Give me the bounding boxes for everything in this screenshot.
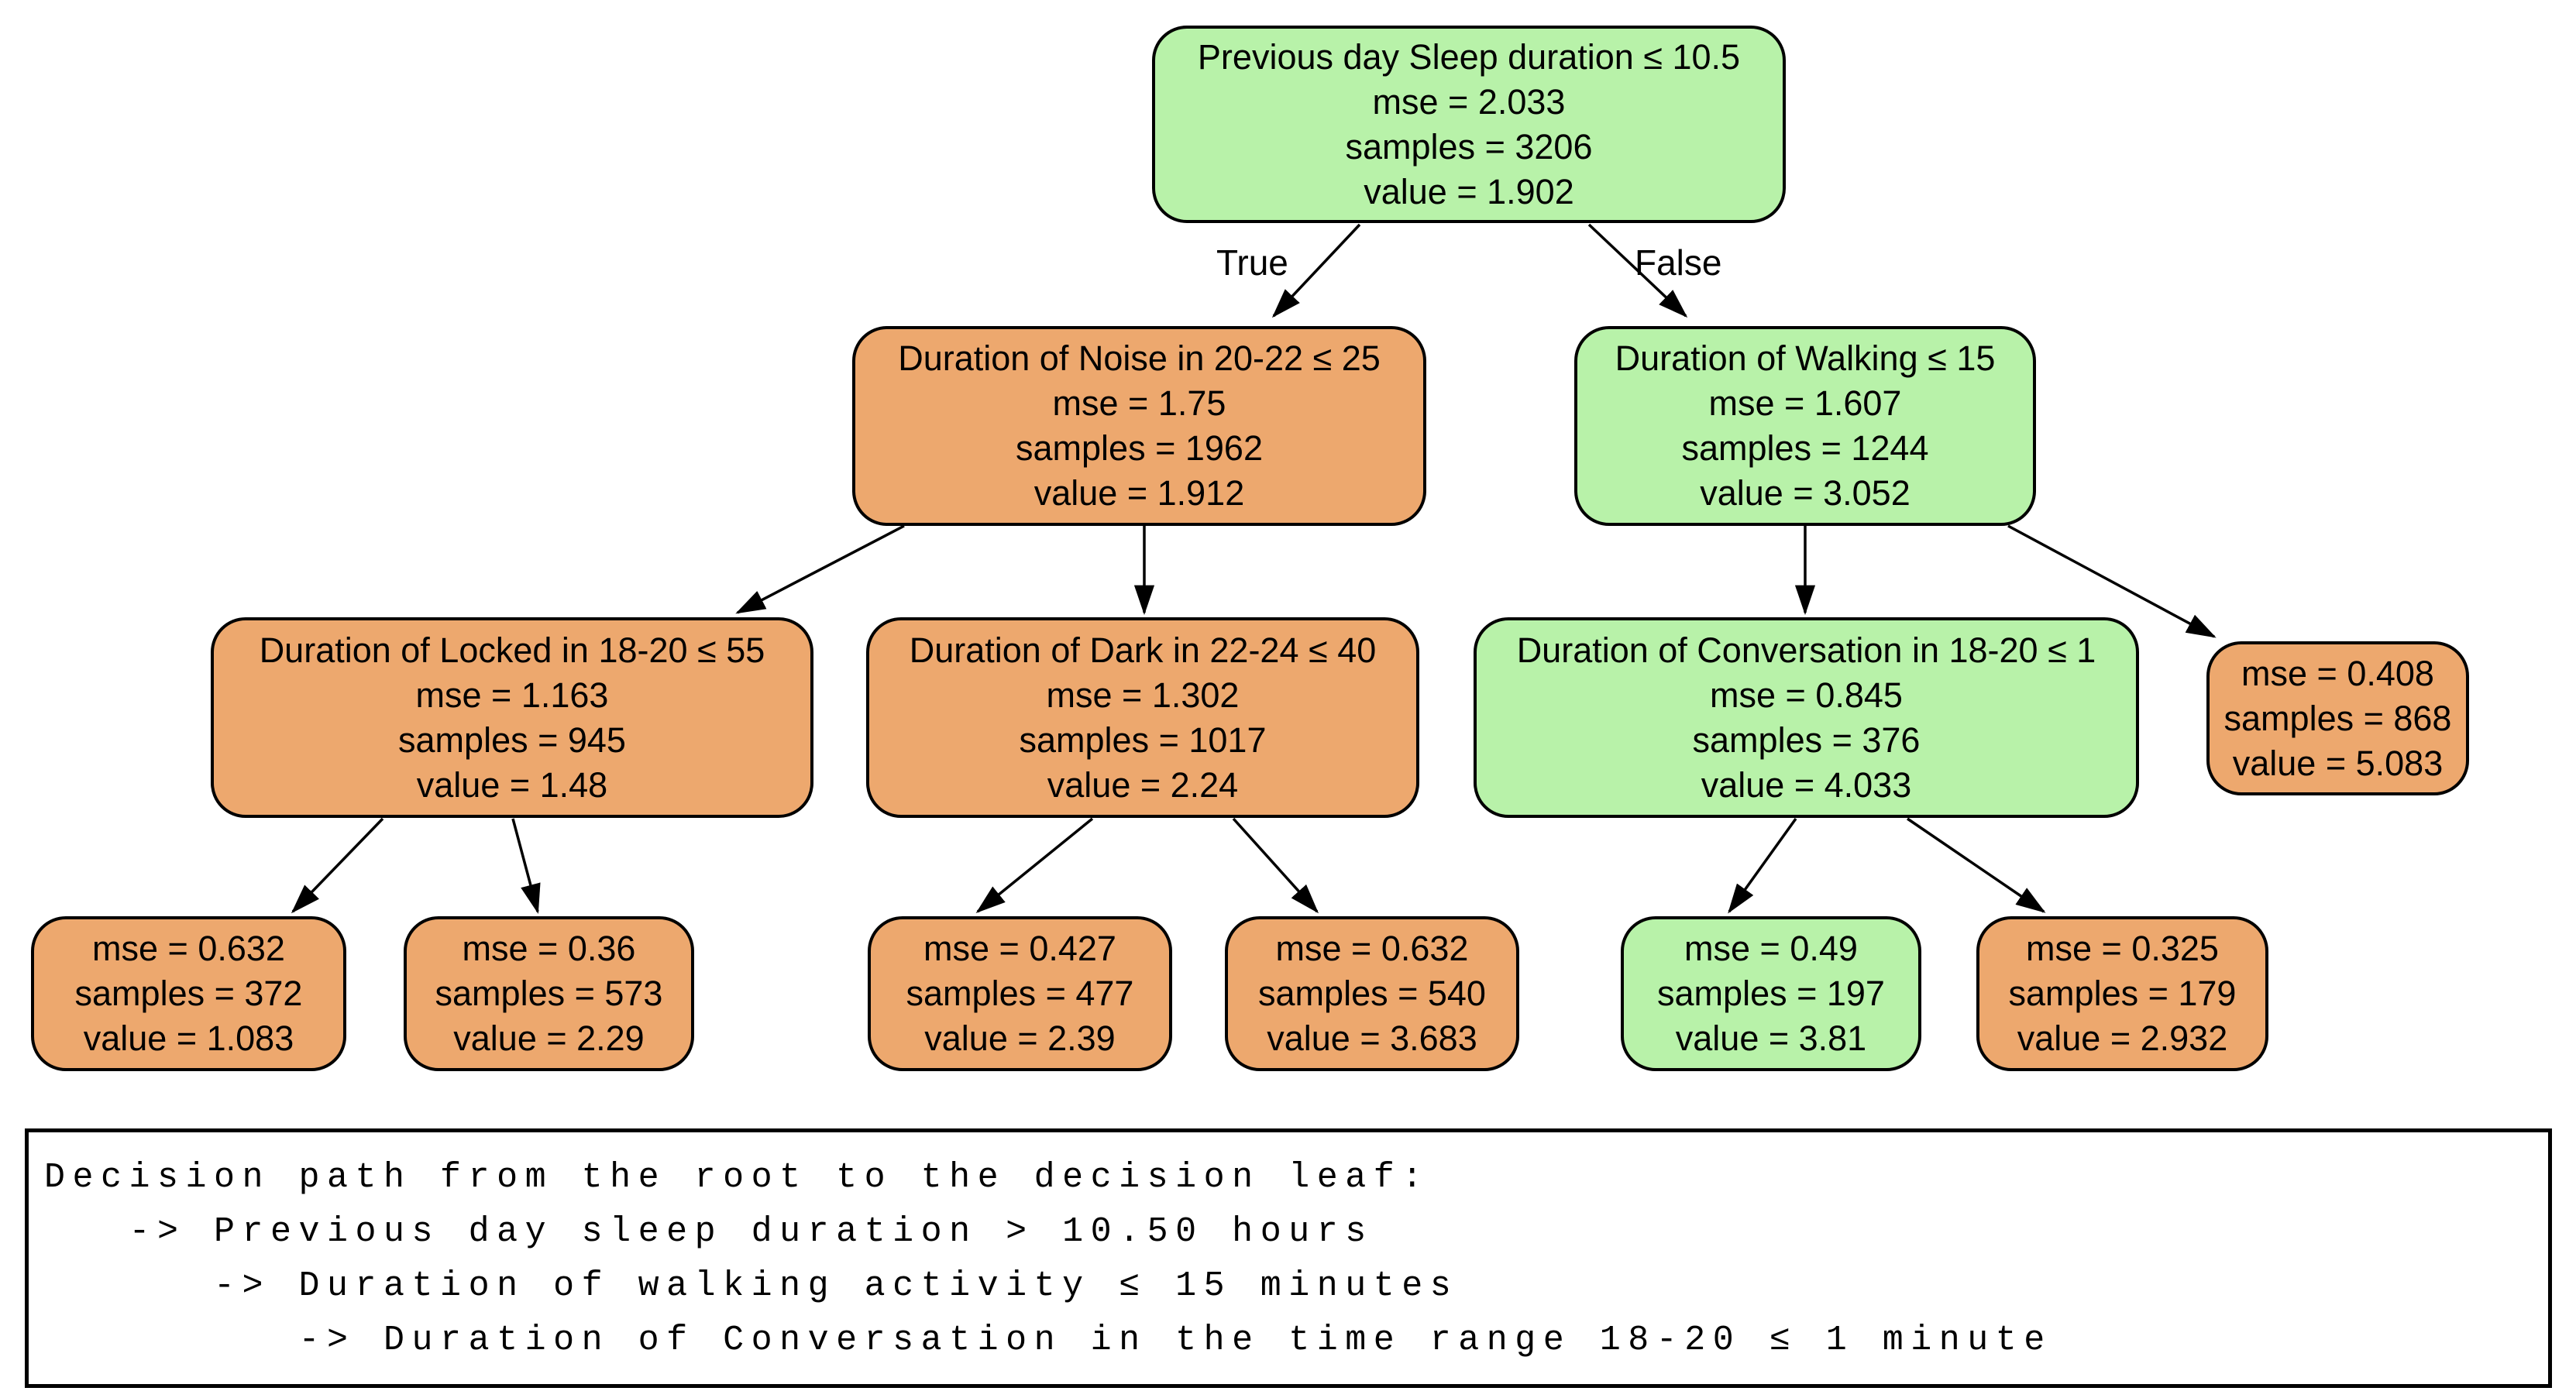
node-mse: mse = 0.325 xyxy=(2026,929,2219,968)
node-mse: mse = 0.845 xyxy=(1710,675,1903,715)
node-value: value = 2.29 xyxy=(453,1018,645,1058)
node-mse: mse = 2.033 xyxy=(1372,81,1566,122)
node-value: value = 3.052 xyxy=(1700,473,1911,513)
node-samples: samples = 868 xyxy=(2223,698,2452,738)
node-value: value = 1.48 xyxy=(416,764,608,805)
node-value: value = 2.24 xyxy=(1047,764,1239,805)
node-mse: mse = 1.75 xyxy=(1052,383,1226,423)
node-mse: mse = 0.408 xyxy=(2241,653,2434,693)
decision-path-box: Decision path from the root to the decis… xyxy=(25,1128,2552,1388)
node-value: value = 1.083 xyxy=(83,1018,294,1058)
node-mse: mse = 1.607 xyxy=(1708,383,1902,423)
node-mse: mse = 1.163 xyxy=(415,675,609,715)
node-samples: samples = 376 xyxy=(1692,720,1921,760)
node-mse: mse = 0.36 xyxy=(462,929,636,968)
node-leaf1: mse = 0.632 samples = 372 value = 1.083 xyxy=(31,916,346,1071)
edge-dark-leaf4 xyxy=(1232,817,1319,914)
edge-label-false: False xyxy=(1635,242,1722,283)
node-dark: Duration of Dark in 22-24 ≤ 40 mse = 1.3… xyxy=(866,617,1419,818)
node-samples: samples = 1244 xyxy=(1681,428,1929,468)
node-value: value = 3.81 xyxy=(1675,1018,1867,1058)
edge-root-noise xyxy=(1271,223,1361,318)
node-root: Previous day Sleep duration ≤ 10.5 mse =… xyxy=(1152,26,1786,223)
node-leaf6: mse = 0.325 samples = 179 value = 2.932 xyxy=(1976,916,2268,1071)
edge-locked-leaf2 xyxy=(511,818,541,914)
edge-dark-leaf3 xyxy=(975,817,1094,913)
decision-path-step-3: -> Duration of Conversation in the time … xyxy=(44,1321,2052,1360)
node-value: value = 3.683 xyxy=(1267,1018,1477,1058)
node-samples: samples = 945 xyxy=(398,720,626,760)
node-samples: samples = 179 xyxy=(2008,974,2237,1013)
decision-path-header: Decision path from the root to the decis… xyxy=(44,1158,1430,1197)
node-value: value = 2.932 xyxy=(2017,1018,2228,1058)
edge-walking-leaf-far-right xyxy=(2007,524,2217,638)
node-value: value = 5.083 xyxy=(2232,743,2444,783)
node-locked: Duration of Locked in 18-20 ≤ 55 mse = 1… xyxy=(211,617,813,818)
node-samples: samples = 540 xyxy=(1258,974,1486,1013)
node-mse: mse = 0.632 xyxy=(92,929,285,968)
node-samples: samples = 372 xyxy=(74,974,303,1013)
edge-noise-locked xyxy=(735,524,905,614)
node-samples: samples = 477 xyxy=(906,974,1134,1013)
node-leaf4: mse = 0.632 samples = 540 value = 3.683 xyxy=(1225,916,1519,1071)
node-samples: samples = 3206 xyxy=(1345,126,1593,167)
node-samples: samples = 1017 xyxy=(1019,720,1267,760)
node-mse: mse = 0.427 xyxy=(923,929,1116,968)
node-leaf3: mse = 0.427 samples = 477 value = 2.39 xyxy=(868,916,1172,1071)
node-split-condition: Previous day Sleep duration ≤ 10.5 xyxy=(1197,36,1741,77)
node-noise: Duration of Noise in 20-22 ≤ 25 mse = 1.… xyxy=(852,326,1426,526)
node-split-condition: Duration of Walking ≤ 15 xyxy=(1615,338,1996,378)
node-split-condition: Duration of Conversation in 18-20 ≤ 1 xyxy=(1516,630,2096,670)
edge-locked-leaf1 xyxy=(291,817,384,914)
node-value: value = 4.033 xyxy=(1701,764,1912,805)
node-samples: samples = 197 xyxy=(1657,974,1885,1013)
node-leaf2: mse = 0.36 samples = 573 value = 2.29 xyxy=(404,916,694,1071)
decision-path-step-1: -> Previous day sleep duration > 10.50 h… xyxy=(44,1212,1374,1252)
decision-path-step-2: -> Duration of walking activity ≤ 15 min… xyxy=(44,1266,1459,1306)
node-conversation: Duration of Conversation in 18-20 ≤ 1 ms… xyxy=(1474,617,2139,818)
node-value: value = 2.39 xyxy=(924,1018,1116,1058)
node-mse: mse = 0.632 xyxy=(1275,929,1469,968)
edge-conversation-leaf5 xyxy=(1728,817,1797,914)
node-walking: Duration of Walking ≤ 15 mse = 1.607 sam… xyxy=(1574,326,2036,526)
node-mse: mse = 0.49 xyxy=(1684,929,1858,968)
edge-root-walking xyxy=(1587,223,1688,318)
node-value: value = 1.902 xyxy=(1364,171,1574,211)
node-leaf5: mse = 0.49 samples = 197 value = 3.81 xyxy=(1621,916,1921,1071)
node-split-condition: Duration of Dark in 22-24 ≤ 40 xyxy=(909,630,1377,670)
node-samples: samples = 573 xyxy=(435,974,663,1013)
node-mse: mse = 1.302 xyxy=(1046,675,1240,715)
node-value: value = 1.912 xyxy=(1033,473,1245,513)
edge-label-true: True xyxy=(1216,242,1288,283)
node-split-condition: Duration of Locked in 18-20 ≤ 55 xyxy=(259,630,765,670)
node-samples: samples = 1962 xyxy=(1016,428,1263,468)
edge-conversation-leaf6 xyxy=(1907,817,2046,913)
node-leaf-far-right: mse = 0.408 samples = 868 value = 5.083 xyxy=(2206,641,2469,795)
node-split-condition: Duration of Noise in 20-22 ≤ 25 xyxy=(898,338,1381,378)
